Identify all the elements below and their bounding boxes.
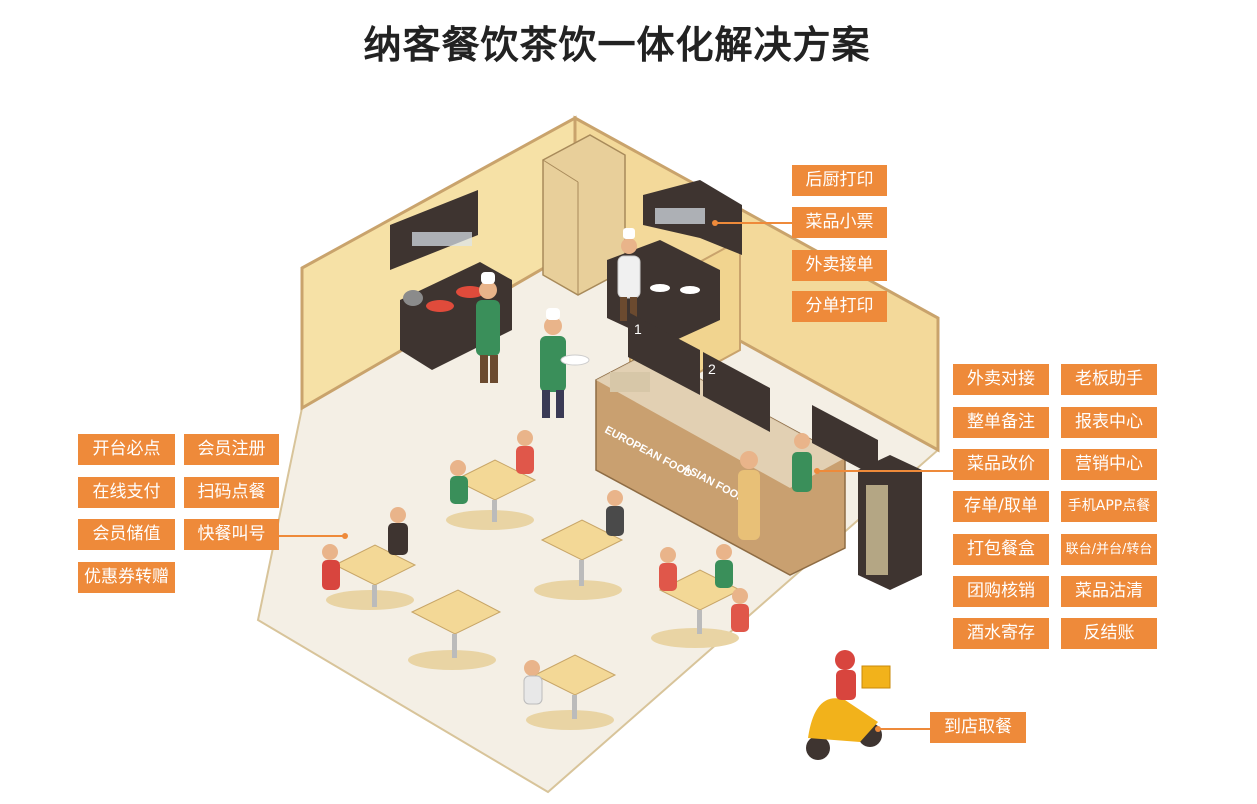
tag-split-print: 分单打印 [792, 291, 887, 322]
tag-kitchen-print: 后厨打印 [792, 165, 887, 196]
tag-member-deposit: 会员储值 [78, 519, 175, 550]
cashier [792, 433, 812, 492]
tag-online-payment: 在线支付 [78, 477, 175, 508]
tag-coupon-transfer: 优惠券转赠 [78, 562, 175, 593]
table-group-6 [523, 654, 617, 730]
table-group-3 [534, 490, 624, 600]
tag-table-merge-transfer: 联台/并台/转台 [1061, 534, 1157, 565]
table-group-4 [408, 589, 502, 670]
table-group-2 [322, 507, 417, 610]
tag-open-table-required: 开台必点 [78, 434, 175, 465]
tag-dish-price-change: 菜品改价 [953, 449, 1049, 480]
menu-board-2-label: 2 [708, 361, 716, 377]
right-connector-line [817, 470, 953, 472]
tag-fast-food-calling: 快餐叫号 [184, 519, 279, 550]
tag-order-remarks: 整单备注 [953, 407, 1049, 438]
delivery-connector-line [878, 728, 930, 730]
menu-board-2 [703, 352, 770, 432]
kitchen-connector-line [715, 222, 792, 224]
tag-scan-order: 扫码点餐 [184, 477, 279, 508]
menu-board-1 [628, 312, 700, 395]
tag-group-buy-verify: 团购核销 [953, 576, 1049, 607]
tag-save-retrieve-order: 存单/取单 [953, 491, 1049, 522]
page-title: 纳客餐饮茶饮一体化解决方案 [363, 23, 871, 67]
table-group-1 [446, 430, 537, 530]
tag-store-pickup: 到店取餐 [930, 712, 1026, 743]
tag-takeout-integration: 外卖对接 [953, 364, 1049, 395]
customer-at-counter [738, 451, 760, 540]
tag-packing-box: 打包餐盒 [953, 534, 1049, 565]
tag-member-register: 会员注册 [184, 434, 279, 465]
tag-dish-sold-out: 菜品沽清 [1061, 576, 1157, 607]
left-connector-line [279, 535, 344, 537]
window [812, 405, 878, 478]
tag-mobile-app-order: 手机APP点餐 [1061, 491, 1157, 522]
tag-dish-ticket: 菜品小票 [792, 207, 887, 238]
kitchen-shelf-left [390, 190, 478, 270]
chef-1 [476, 272, 500, 383]
tag-marketing-center: 营销中心 [1061, 449, 1157, 480]
tag-takeout-orders: 外卖接单 [792, 250, 887, 281]
table-group-5 [651, 544, 749, 648]
chef-2 [540, 308, 590, 418]
tag-report-center: 报表中心 [1061, 407, 1157, 438]
counter-glass [596, 352, 845, 488]
delivery-connector-dot [875, 726, 881, 732]
chef-3 [617, 228, 641, 321]
kitchen-connector-dot [712, 220, 718, 226]
tag-reverse-checkout: 反结账 [1061, 618, 1157, 649]
tag-boss-assistant: 老板助手 [1061, 364, 1157, 395]
menu-board-1-label: 1 [634, 321, 642, 337]
right-connector-dot [814, 468, 820, 474]
tag-wine-storage: 酒水寄存 [953, 618, 1049, 649]
left-connector-dot [342, 533, 348, 539]
delivery-scooter [806, 650, 891, 760]
